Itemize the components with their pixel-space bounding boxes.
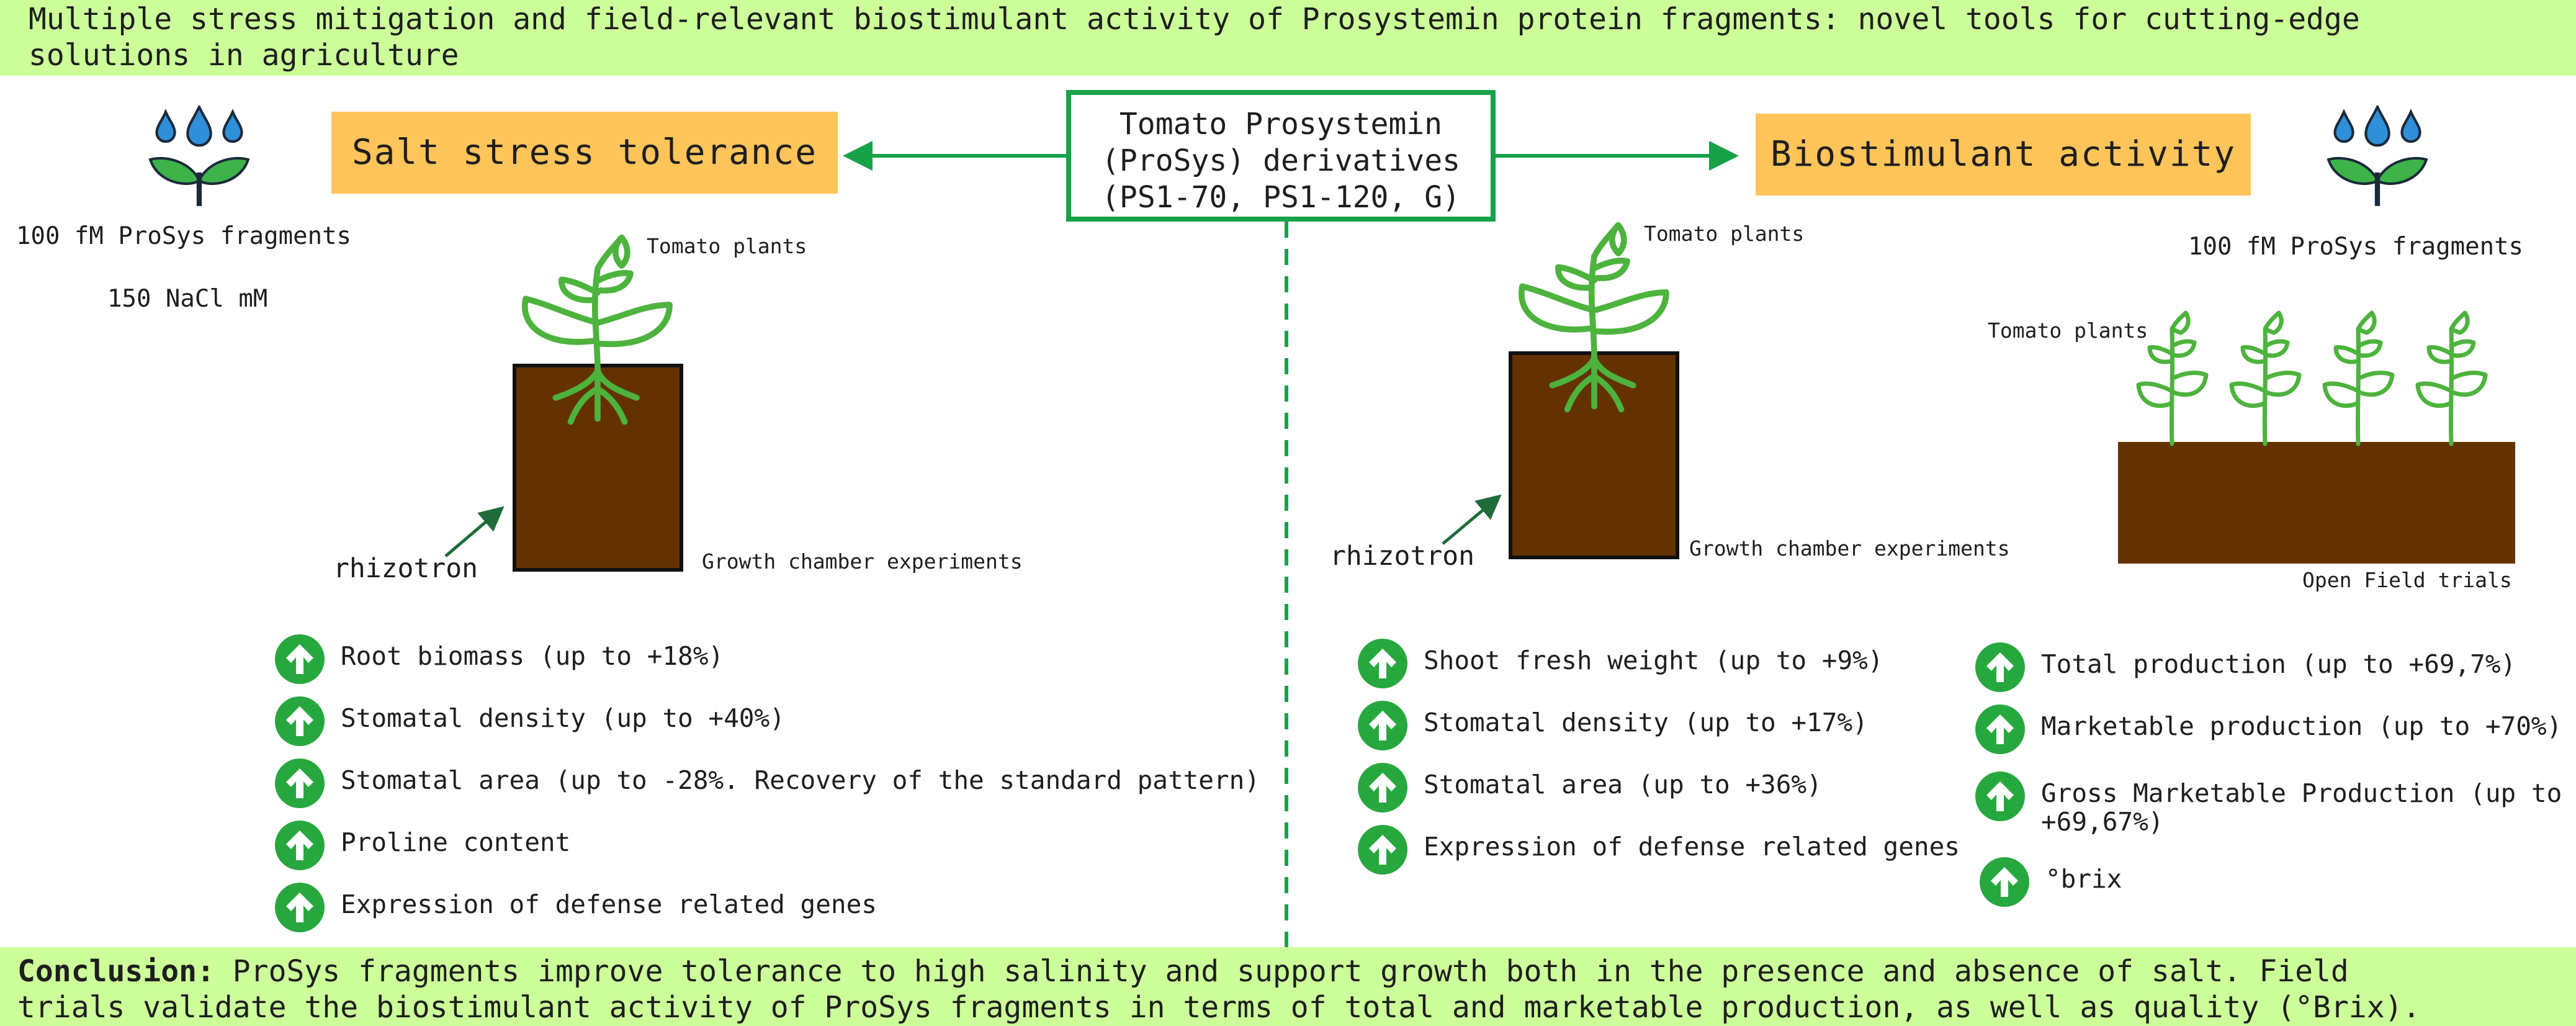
right-rhizotron-label: rhizotron	[1330, 541, 1474, 572]
watering-plant-icon	[2326, 106, 2429, 209]
left-treatment-1: 100 fM ProSys fragments	[16, 222, 352, 250]
rhizotron-pointer-left	[444, 506, 505, 557]
arrow-up-circle-icon	[275, 634, 325, 684]
arrow-up-circle-icon	[275, 696, 325, 746]
arrow-up-circle-icon	[1358, 825, 1407, 875]
left-rhizotron-label: rhizotron	[333, 553, 478, 584]
tomato-plant-icon	[2414, 310, 2488, 447]
arrow-up-circle-icon	[1975, 772, 2025, 821]
center-line-1: Tomato Prosystemin	[1119, 107, 1443, 142]
tomato-plant-icon	[2135, 310, 2209, 447]
conclusion-label: Conclusion:	[17, 954, 215, 989]
tomato-plant-icon	[2321, 310, 2395, 447]
conclusion-bar: Conclusion: ProSys fragments improve tol…	[0, 947, 2576, 1026]
arrow-up-circle-icon	[275, 821, 325, 870]
watering-plant-icon	[148, 106, 251, 209]
right-treatment: 100 fM ProSys fragments	[2188, 233, 2524, 261]
center-line-3: (PS1-70, PS1-120, G)	[1102, 180, 1460, 215]
arrow-up-circle-icon	[1980, 857, 2029, 907]
left-experiment-label: Growth chamber experiments	[702, 549, 1023, 574]
arrow-up-circle-icon	[275, 758, 325, 808]
tomato-plant-icon	[2228, 310, 2302, 447]
tomato-seedling-icon	[508, 225, 688, 439]
prosystemin-derivatives-box: Tomato Prosystemin (ProSys) derivatives …	[1066, 90, 1496, 222]
center-line-2: (ProSys) derivatives	[1102, 143, 1460, 178]
biostimulant-heading: Biostimulant activity	[1756, 114, 2251, 196]
tomato-seedling-icon	[1504, 212, 1684, 426]
field-plants-label: Tomato plants	[1988, 318, 2148, 343]
arrow-up-circle-icon	[1358, 701, 1407, 750]
arrow-up-circle-icon	[1975, 642, 2025, 692]
arrow-up-circle-icon	[1358, 639, 1407, 688]
right-plant-label: Tomato plants	[1644, 222, 1805, 246]
field-trials-label: Open Field trials	[2302, 568, 2512, 592]
arrow-up-circle-icon	[1975, 704, 2025, 754]
rhizotron-pointer-right	[1442, 494, 1502, 545]
arrow-up-circle-icon	[275, 883, 325, 932]
field-soil	[2118, 442, 2515, 564]
poster-title: Multiple stress mitigation and field-rel…	[0, 0, 2576, 76]
right-experiment-label: Growth chamber experiments	[1689, 536, 2010, 560]
salt-stress-heading: Salt stress tolerance	[331, 112, 838, 194]
arrow-up-circle-icon	[1358, 763, 1407, 812]
field-plant-row	[2135, 310, 2520, 447]
conclusion-text: ProSys fragments improve tolerance to hi…	[17, 954, 2421, 1025]
left-treatment-2: 150 NaCl mM	[107, 285, 268, 313]
left-plant-label: Tomato plants	[647, 234, 807, 258]
